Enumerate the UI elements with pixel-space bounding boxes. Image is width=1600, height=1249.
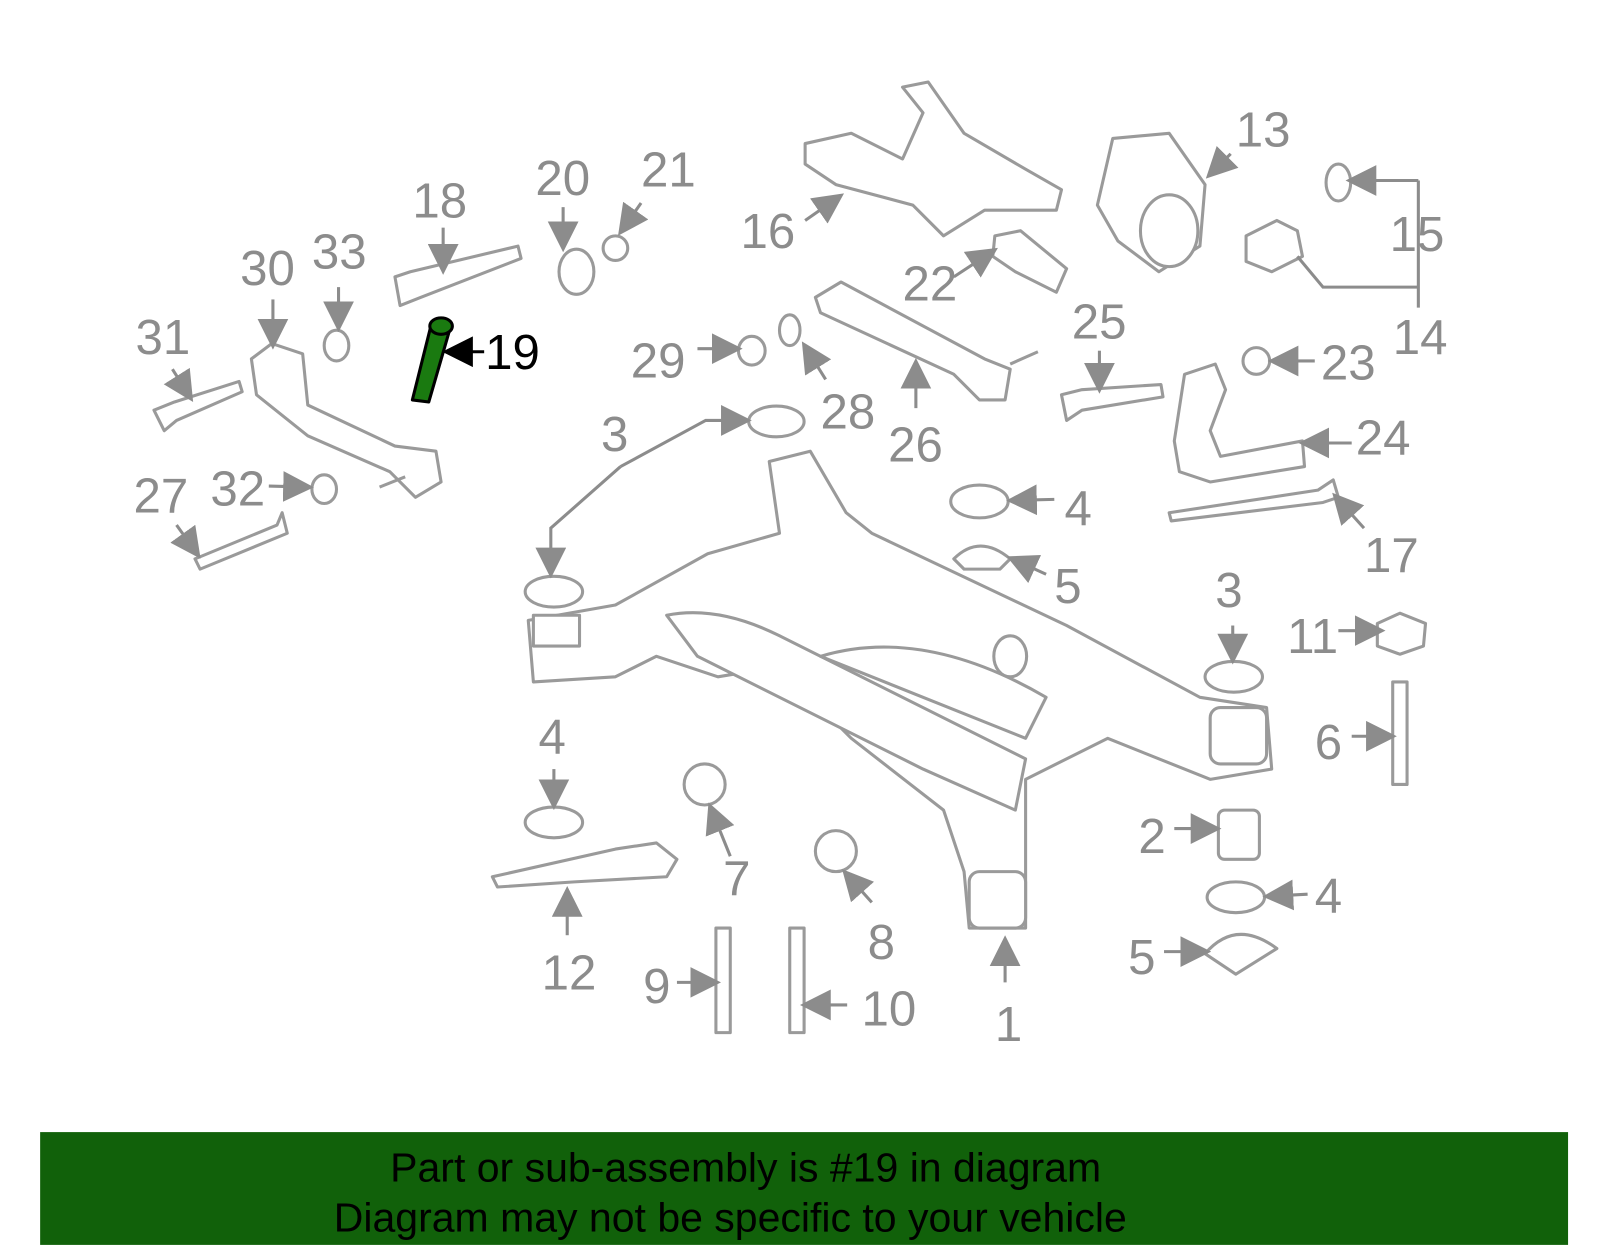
callout-19[interactable]: 19 (485, 325, 540, 380)
parts-drawing (152, 80, 1428, 1035)
callout-11[interactable]: 11 (1287, 609, 1338, 664)
callout-3[interactable]: 3 (1215, 563, 1242, 618)
callout-13[interactable]: 13 (1236, 103, 1291, 158)
callout-15[interactable]: 15 (1390, 207, 1445, 262)
info-banner: Part or sub-assembly is #19 in diagram D… (40, 1132, 1569, 1245)
callout-21[interactable]: 21 (641, 143, 696, 198)
callout-29[interactable]: 29 (631, 333, 686, 388)
banner-line-2: Diagram may not be specific to your vehi… (334, 1195, 1127, 1241)
callout-32[interactable]: 32 (210, 462, 265, 517)
callout-25[interactable]: 25 (1072, 294, 1127, 349)
callout-9[interactable]: 9 (643, 959, 670, 1014)
callout-2[interactable]: 2 (1138, 809, 1165, 864)
callout-26[interactable]: 26 (888, 417, 943, 472)
callout-1[interactable]: 1 (995, 997, 1022, 1052)
callout-24[interactable]: 24 (1356, 410, 1411, 465)
callout-31[interactable]: 31 (136, 310, 191, 365)
callout-6[interactable]: 6 (1315, 715, 1342, 770)
callout-18[interactable]: 18 (412, 173, 467, 228)
callout-4[interactable]: 4 (1065, 481, 1092, 536)
callout-8[interactable]: 8 (868, 915, 895, 970)
callout-12[interactable]: 12 (542, 946, 597, 1001)
callout-3[interactable]: 3 (601, 407, 628, 462)
callout-4[interactable]: 4 (1315, 869, 1342, 924)
banner-line-1: Part or sub-assembly is #19 in diagram (390, 1144, 1101, 1190)
callout-5[interactable]: 5 (1128, 930, 1155, 985)
callout-22[interactable]: 22 (903, 256, 958, 311)
callout-27[interactable]: 27 (133, 469, 188, 524)
callout-17[interactable]: 17 (1364, 528, 1419, 583)
callout-16[interactable]: 16 (741, 204, 796, 259)
callout-4[interactable]: 4 (539, 710, 566, 765)
callout-5[interactable]: 5 (1054, 559, 1081, 614)
callout-7[interactable]: 7 (723, 851, 750, 906)
callout-28[interactable]: 28 (821, 385, 876, 440)
callout-33[interactable]: 33 (312, 225, 367, 280)
callout-30[interactable]: 30 (240, 241, 295, 296)
callout-23[interactable]: 23 (1321, 335, 1376, 390)
callout-10[interactable]: 10 (862, 981, 917, 1036)
highlighted-part-19[interactable] (410, 316, 454, 404)
callout-arrows (163, 146, 1419, 1021)
callout-14[interactable]: 14 (1393, 310, 1448, 365)
banner-background (40, 1132, 1569, 1245)
callout-20[interactable]: 20 (535, 151, 590, 206)
callout-labels: 13 15 14 16 22 18 20 21 30 33 31 19 29 2… (133, 103, 1447, 1052)
